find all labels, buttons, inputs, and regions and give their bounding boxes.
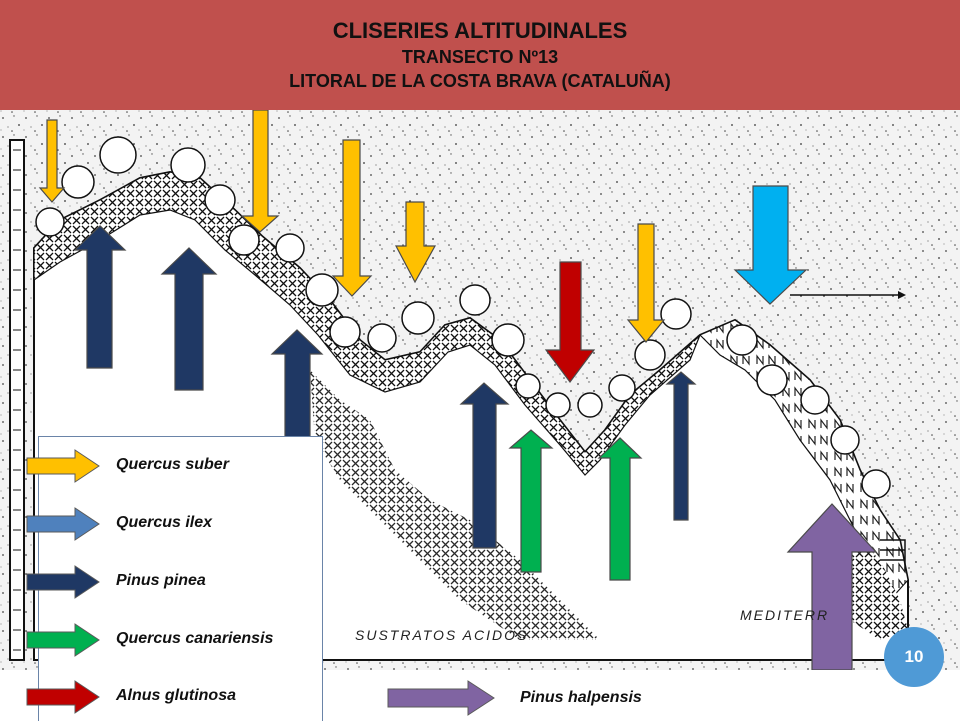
arrow-alnus-glutinosa — [544, 261, 596, 383]
page-title: CLISERIES ALTITUDINALES — [332, 18, 628, 43]
legend-arrow-icon — [26, 507, 100, 541]
legend-arrow-icon — [26, 623, 100, 657]
legend-item: Alnus glutinosa — [26, 679, 322, 715]
page-location: LITORAL DE LA COSTA BRAVA (CATALUÑA) — [289, 71, 671, 91]
legend-label: Quercus suber — [116, 456, 229, 473]
pointer-head — [898, 291, 906, 299]
arrow-quercus-suber — [395, 201, 437, 284]
arrow-pinus-halpensis — [786, 503, 878, 670]
legend-label: Alnus glutinosa — [116, 687, 236, 704]
legend-label: Quercus canariensis — [116, 630, 274, 647]
tree-canopies — [35, 136, 891, 499]
legend-item-pinus-halpensis: Pinus halpensis — [386, 680, 706, 716]
legend-label: Pinus pinea — [116, 572, 206, 589]
arrow-quercus-suber — [331, 139, 373, 297]
arrow-quercus-canariensis — [597, 437, 643, 581]
legend-item: Quercus ilex — [26, 506, 322, 542]
page-subtitle: TRANSECTO Nº13 — [401, 47, 559, 67]
sea-label: MEDITERR — [740, 607, 829, 623]
arrow-pinus-pinea — [160, 247, 218, 391]
page-number-badge: 10 — [884, 627, 944, 687]
arrow-layer — [38, 110, 878, 670]
arrow-pinus-pinea — [665, 371, 697, 521]
legend-arrow-icon — [387, 680, 495, 716]
arrow-quercus-canariensis — [508, 429, 554, 573]
arrow-quercus-suber — [626, 223, 666, 343]
legend-arrow-icon — [26, 449, 100, 483]
arrow-pinus-pinea — [459, 382, 510, 549]
arrow-pinus-pinea — [73, 225, 127, 369]
substrate-label: SUSTRATOS ACIDOS — [355, 627, 528, 643]
scale-bar — [9, 139, 25, 661]
title-banner: CLISERIES ALTITUDINALES TRANSECTO Nº13 L… — [0, 0, 960, 110]
legend-arrow-icon — [26, 565, 100, 599]
legend-label: Pinus halpensis — [520, 689, 642, 706]
legend-item: Pinus pinea — [26, 564, 322, 600]
arrow-quercus-suber — [240, 110, 280, 233]
arrow-quercus-suber — [38, 119, 66, 203]
legend-label: Quercus ilex — [116, 514, 213, 531]
coast-steps — [880, 539, 906, 570]
arrow-extra-blue — [733, 185, 808, 305]
legend-item: Quercus canariensis — [26, 622, 322, 658]
legend-arrow-icon — [26, 680, 100, 714]
legend-item: Quercus suber — [26, 448, 322, 484]
legend: Quercus suber Quercus ilex Pinus pinea Q… — [26, 436, 323, 721]
